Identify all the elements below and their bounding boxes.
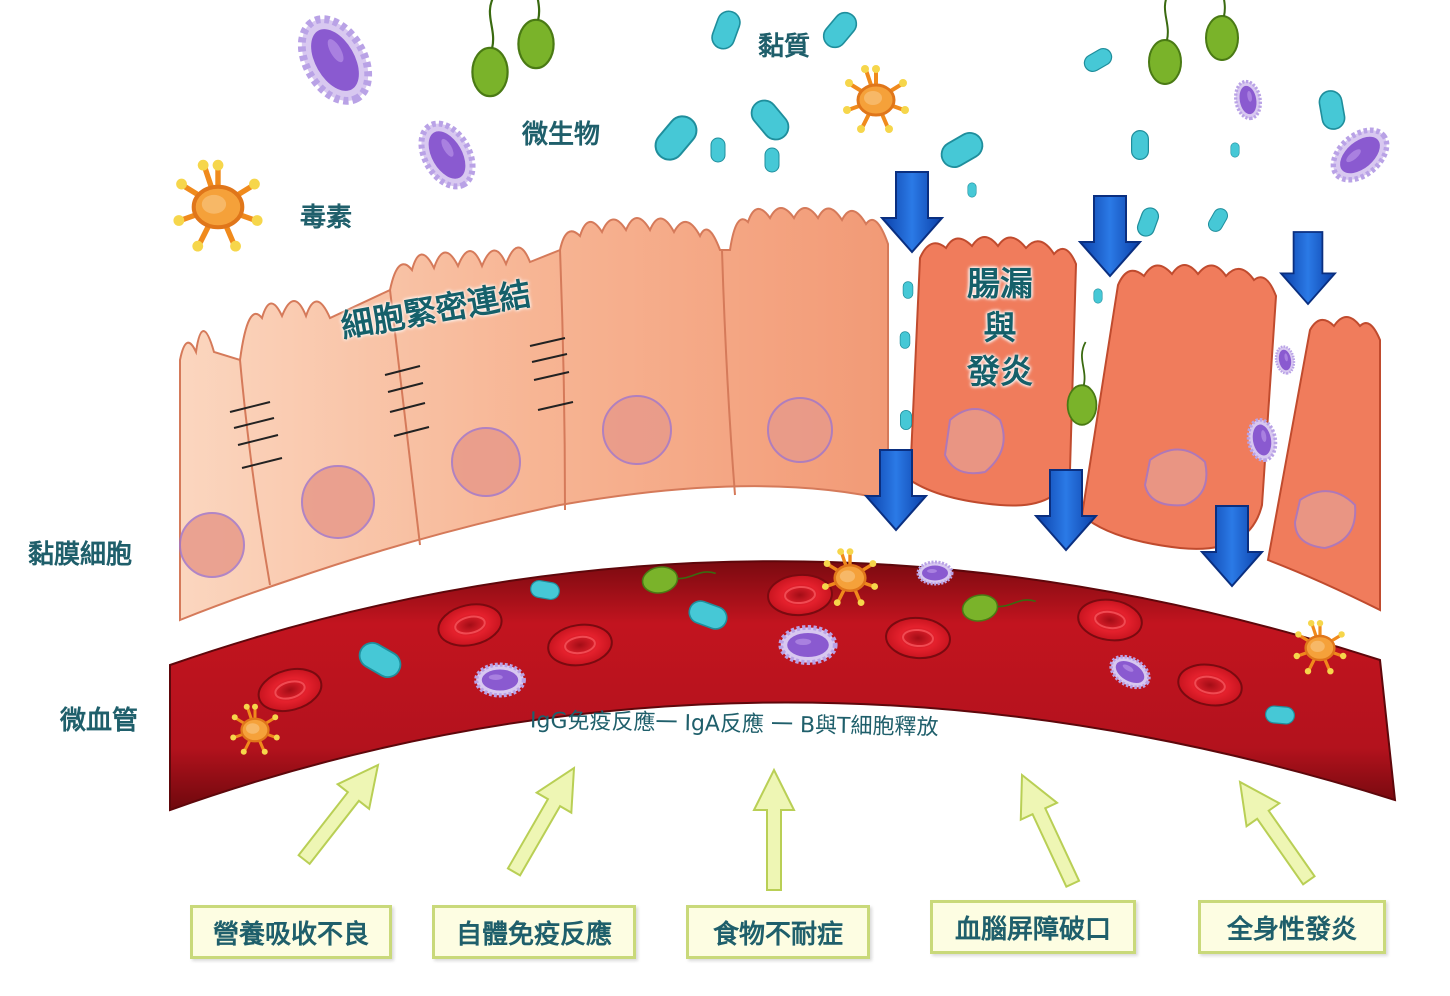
up-arrow-icon [287,751,395,873]
microbes-label: 微生物 [522,120,601,150]
down-arrow-icon [1280,231,1336,305]
up-arrow-icon [1222,769,1327,893]
outcome-autoimmune: 自體免疫反應 [432,905,636,959]
leaky-gut-label: 腸漏 與 發炎 [967,264,1033,391]
outcome-systemic-inflammation: 全身性發炎 [1198,900,1386,954]
down-arrow-icon [881,171,943,253]
tight-junction-marks [229,337,574,469]
outcome-food-intolerance: 食物不耐症 [686,905,870,959]
down-arrow-icon [1079,195,1141,277]
up-arrow-icon [1002,765,1092,894]
cell-nuclei [179,395,1357,578]
effect-arrows [287,751,1327,894]
cell-borders [239,249,736,586]
outcome-blood-brain-barrier: 血腦屏障破口 [930,900,1136,954]
toxins-label: 毒素 [300,203,353,233]
up-arrow-icon [753,769,795,891]
mucosa-cells-label: 黏膜細胞 [28,540,133,570]
outcome-malabsorption: 營養吸收不良 [190,905,392,959]
capillary-label: 微血管 [60,706,139,736]
mucus-label: 黏質 [758,32,811,62]
up-arrow-icon [495,757,593,883]
